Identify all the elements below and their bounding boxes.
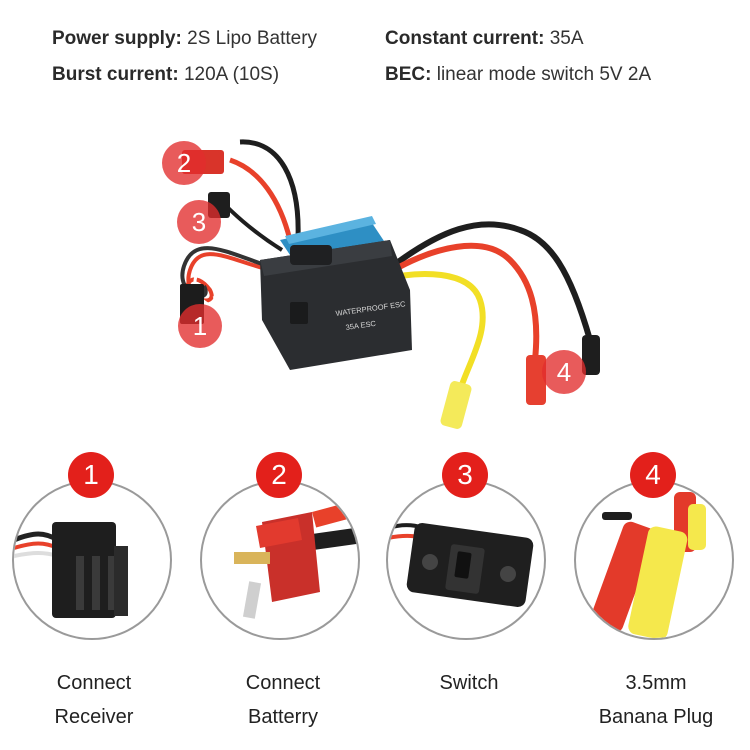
badge-number: 2 bbox=[256, 452, 302, 498]
spec-label: Constant current: bbox=[385, 28, 545, 49]
switch-icon bbox=[388, 523, 534, 607]
badge-number: 4 bbox=[630, 452, 676, 498]
caption-line: Receiver bbox=[54, 706, 134, 728]
servo-connector-icon bbox=[14, 522, 128, 618]
spec-constant-current: Constant current: 35A bbox=[385, 28, 584, 50]
caption-switch: Switch bbox=[379, 666, 559, 700]
spec-burst-current: Burst current: 120A (10S) bbox=[52, 64, 279, 86]
spec-label: Power supply: bbox=[52, 28, 182, 49]
detail-banana-plug: 4 bbox=[574, 452, 734, 640]
caption-line: Connect bbox=[245, 672, 321, 694]
spec-value: 2S Lipo Battery bbox=[187, 28, 318, 49]
caption-line: Batterry bbox=[247, 706, 319, 728]
spec-value: linear mode switch 5V 2A bbox=[436, 64, 652, 85]
spec-label: Burst current: bbox=[52, 64, 179, 85]
detail-switch: 3 bbox=[386, 452, 546, 640]
caption-battery: Connect Batterry bbox=[193, 666, 373, 734]
badge-number: 3 bbox=[442, 452, 488, 498]
callout-banana-plug: 4 bbox=[542, 350, 586, 394]
spec-power-supply: Power supply: 2S Lipo Battery bbox=[52, 28, 317, 50]
spec-value: 35A bbox=[549, 28, 584, 49]
callout-switch: 3 bbox=[177, 200, 221, 244]
esc-label-line2: 35A ESC bbox=[345, 319, 377, 332]
banana-plug-icon bbox=[590, 492, 706, 638]
caption-line: 3.5mm bbox=[625, 672, 687, 694]
caption-line: Connect bbox=[56, 672, 132, 694]
callout-battery: 2 bbox=[162, 141, 206, 185]
esc-product-image: WATERPROOF ESC 35A ESC bbox=[180, 139, 600, 429]
caption-line: Switch bbox=[439, 672, 499, 694]
caption-receiver: Connect Receiver bbox=[4, 666, 184, 734]
caption-banana-plug: 3.5mm Banana Plug bbox=[566, 666, 746, 734]
spec-value: 120A (10S) bbox=[183, 64, 280, 85]
detail-receiver-connector: 1 bbox=[12, 452, 172, 640]
badge-number: 1 bbox=[68, 452, 114, 498]
t-plug-icon bbox=[234, 496, 358, 619]
detail-battery-plug: 2 bbox=[200, 452, 360, 640]
spec-bec: BEC: linear mode switch 5V 2A bbox=[385, 64, 651, 86]
caption-line: Banana Plug bbox=[598, 706, 714, 728]
spec-label: BEC: bbox=[385, 64, 432, 85]
callout-receiver: 1 bbox=[178, 304, 222, 348]
